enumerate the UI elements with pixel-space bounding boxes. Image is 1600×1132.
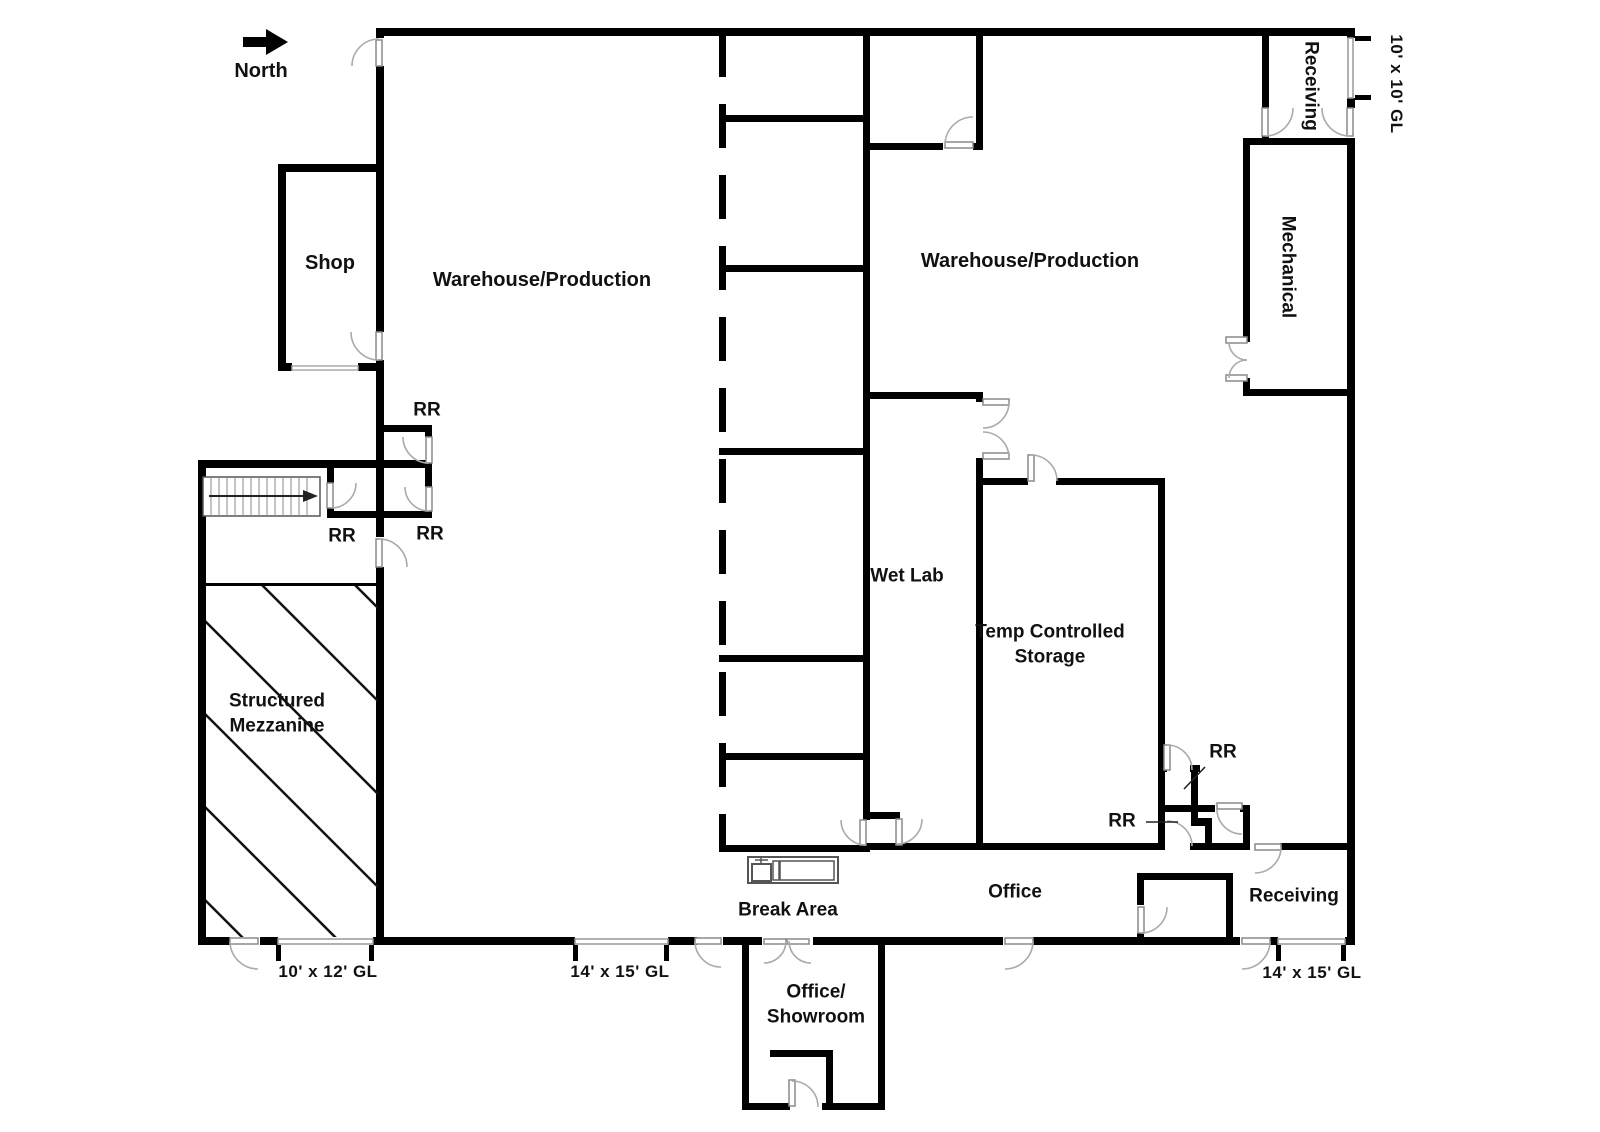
room-label-receiving-top: Receiving [1300,41,1322,131]
door-leaves [229,39,1354,1107]
break-area-counter [747,856,839,884]
room-label-office-showroom: Office/ Showroom [766,981,866,1027]
rr-label-stairs-right: RR [416,523,444,545]
room-label-office: Office [988,881,1042,903]
walls [198,28,1355,1110]
rr-leader-lines [1146,766,1206,823]
overhead-doors [277,37,1354,945]
stairs [202,476,321,517]
room-label-break-area: Break Area [738,899,838,921]
room-label-receiving-bottom: Receiving [1249,885,1339,907]
north-arrow-icon [243,29,288,55]
room-label-warehouse-right: Warehouse/Production [920,250,1140,272]
door-label-14x15-gl-right: 14' x 15' GL [1262,962,1362,982]
room-label-mechanical: Mechanical [1277,215,1299,319]
north-label: North [234,60,288,82]
door-label-10x12-gl: 10' x 12' GL [278,961,378,981]
sink-icon [751,863,772,882]
door-label-14x15-gl-center: 14' x 15' GL [570,961,670,981]
room-label-temp-storage: Temp Controlled Storage [975,621,1125,667]
door-label-10x10-gl: 10' x 10' GL [1387,34,1407,134]
rr-label-east-side: RR [1108,810,1136,832]
rr-label-east-top: RR [1209,741,1237,763]
room-label-shop: Shop [305,252,355,274]
room-label-wet-lab: Wet Lab [870,565,944,587]
door-arcs [229,38,1351,1108]
door-ticks [276,36,1371,961]
rr-label-stairs-left: RR [328,525,356,547]
mezzanine-hatch [206,586,378,937]
room-label-mezzanine: Structured Mezzanine [228,690,326,736]
stair-direction-arrow [303,490,318,502]
rr-label-stairs-top: RR [413,399,441,421]
room-label-warehouse-left: Warehouse/Production [432,269,652,291]
